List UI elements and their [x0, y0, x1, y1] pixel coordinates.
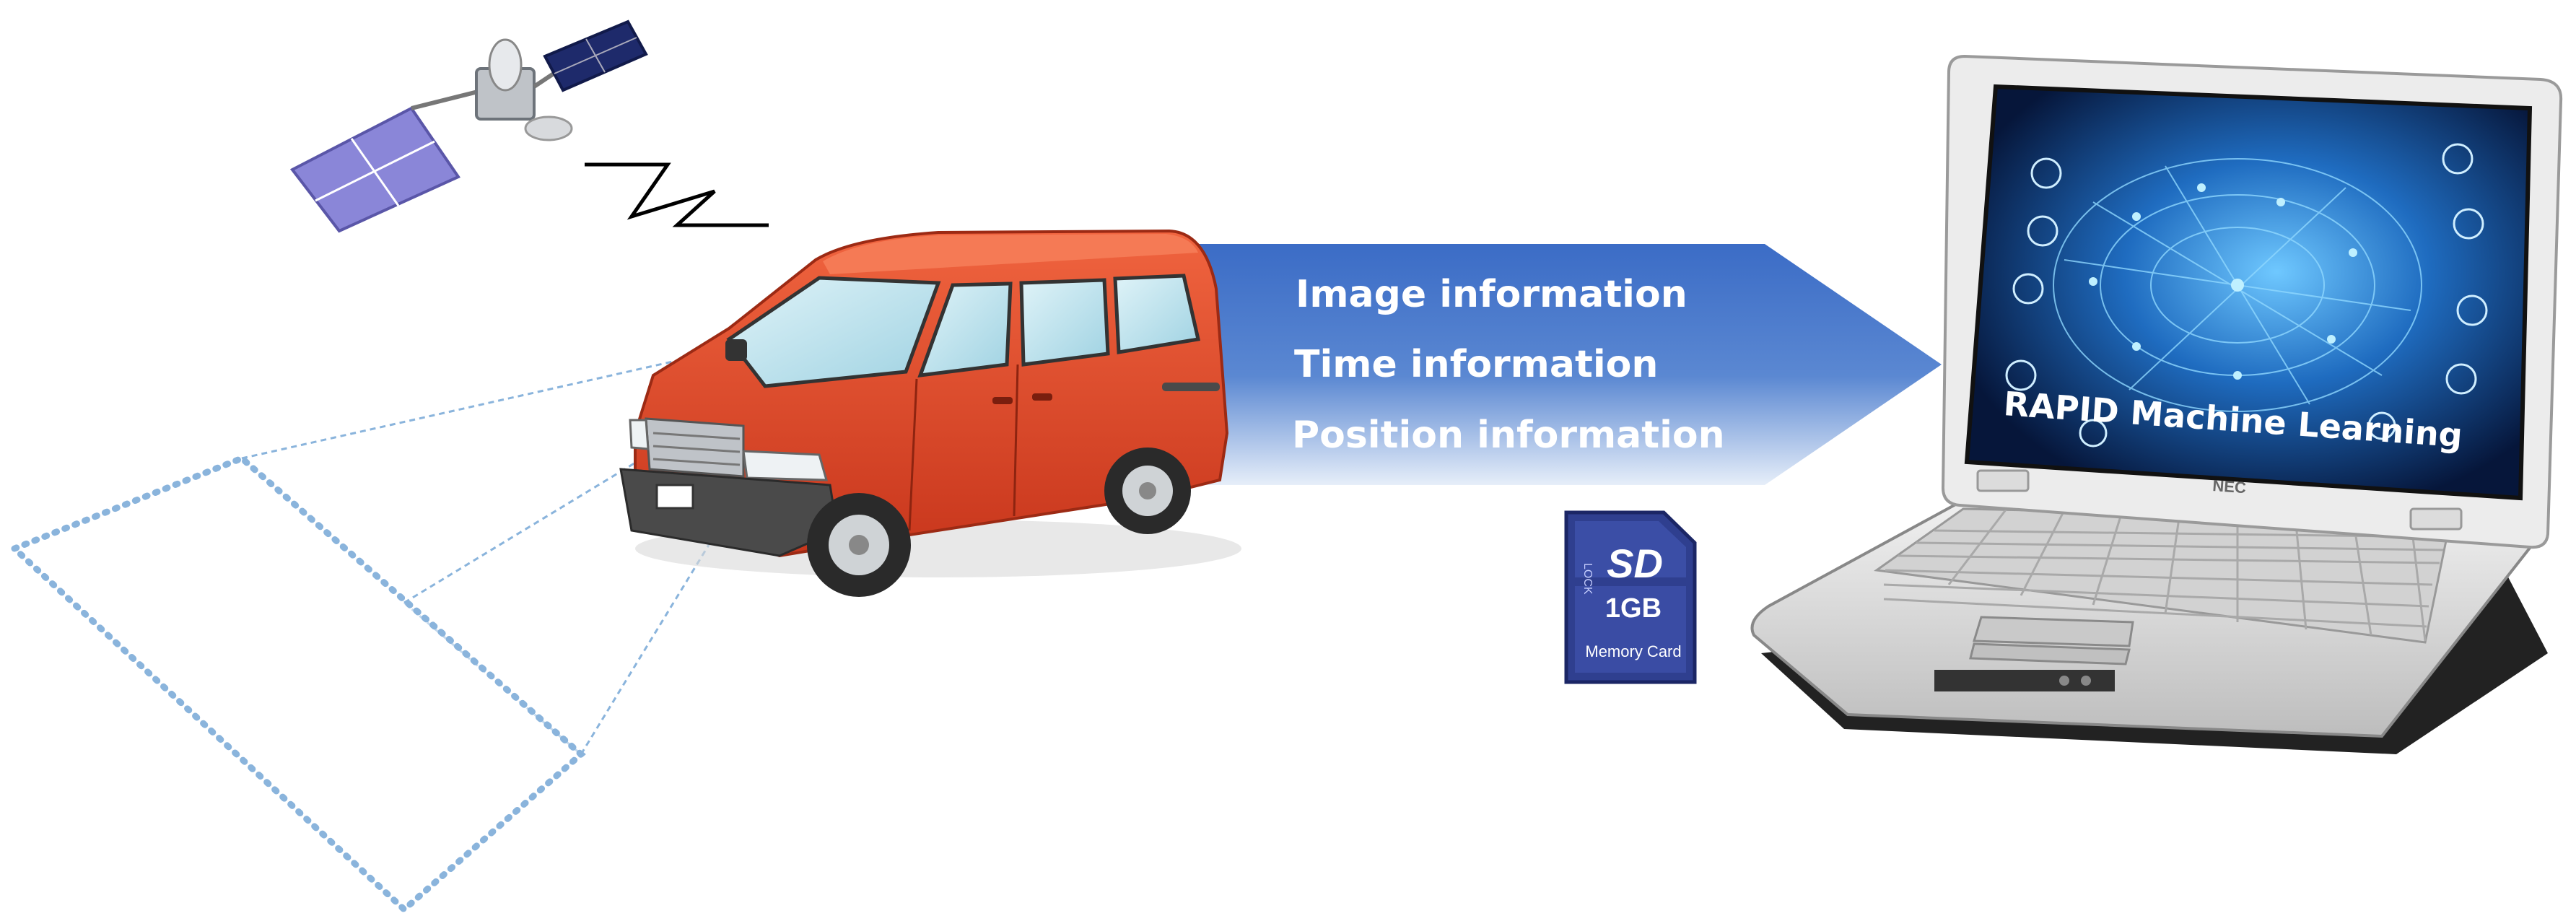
- laptop-brand-logo: NEC: [2212, 476, 2247, 497]
- sd-lock-label: LOCK: [1581, 563, 1594, 595]
- front-wheel: [807, 493, 911, 597]
- arrow-line-time: Time information: [1294, 343, 1658, 386]
- signal-zigzag: [585, 165, 769, 225]
- sd-caption: Memory Card: [1585, 642, 1681, 660]
- touchpad: [1974, 617, 2133, 646]
- information-arrow: Image information Time information Posit…: [1169, 244, 1942, 485]
- sd-logo: SD: [1607, 541, 1663, 586]
- sd-memory-card-icon: LOCK SD 1GB Memory Card: [1566, 512, 1695, 682]
- arrow-line-image: Image information: [1296, 273, 1688, 316]
- arrow-line-position: Position information: [1292, 414, 1725, 457]
- van-illustration: [621, 231, 1241, 597]
- sd-capacity: 1GB: [1605, 593, 1662, 624]
- satellite-icon: [292, 22, 646, 231]
- rear-wheel: [1104, 448, 1191, 534]
